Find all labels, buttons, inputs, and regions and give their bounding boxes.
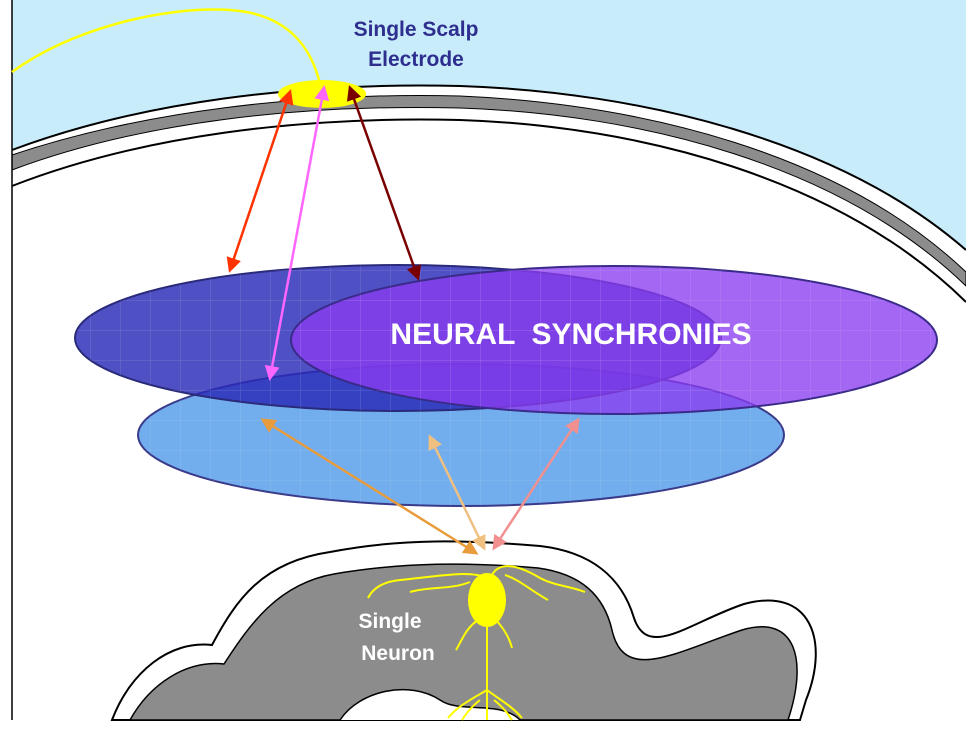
synchronies-label: NEURAL SYNCHRONIES <box>390 318 751 351</box>
neuron-soma <box>468 573 506 627</box>
neuron-label-line2: Neuron <box>361 642 435 665</box>
arrow-electrode-to-left-ellipse <box>230 92 290 270</box>
arrow-electrode-to-right-ellipse <box>350 88 418 278</box>
electrode-label-line2: Electrode <box>368 48 464 71</box>
electrode-label-line1: Single Scalp <box>354 18 479 41</box>
neuron-label-line1: Single <box>358 610 421 633</box>
